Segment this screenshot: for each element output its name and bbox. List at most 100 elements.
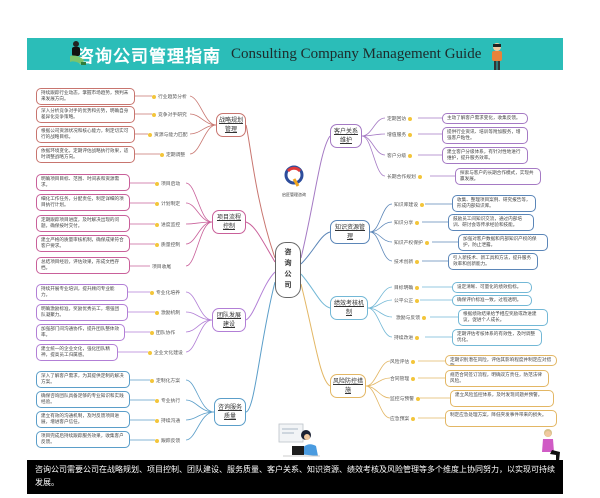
person-standing-icon: [492, 43, 502, 70]
bullet-icon: [152, 112, 156, 117]
sub-performance-4[interactable]: 持续改进: [394, 334, 420, 341]
title-banner: 咨询公司管理指南 Consulting Company Management G…: [27, 38, 563, 70]
leaf-risk-1: 定期识别潜在风险，评估其影响程度并制定应对措施。: [445, 355, 557, 366]
sub-knowledge-3[interactable]: 知识产权保护: [394, 239, 429, 246]
bullet-icon: [415, 285, 420, 290]
bullet-icon: [148, 132, 152, 137]
bullet-icon: [415, 298, 420, 303]
sub-customer-1[interactable]: 定期回访: [387, 115, 413, 122]
leaf-project-5: 总结项目经验，评估效果，形成文档存档。: [36, 257, 130, 274]
bullet-icon: [150, 290, 154, 295]
leaf-project-3: 定期跟踪项目进度，及时解决出现的问题，确保按时交付。: [36, 215, 130, 232]
sub-team-4[interactable]: 企业文化建设: [148, 349, 183, 356]
leaf-knowledge-3: 加强对客户数据和内部知识产权的保护，防止泄露。: [458, 234, 548, 251]
sub-customer-4[interactable]: 长期合作规划: [387, 173, 422, 180]
bullet-icon: [152, 94, 156, 99]
sub-project-2[interactable]: 计划制定: [155, 200, 180, 207]
sub-customer-3[interactable]: 客户分级: [387, 152, 413, 159]
summary-footer: 咨询公司需要公司在战略规划、项目控制、团队建设、服务质量、客户关系、知识资源、绩…: [27, 460, 563, 494]
bullet-icon: [416, 396, 420, 401]
leaf-strategy-4: 依据环境变化，定期评估战略执行效果，适时调整战略方向。: [36, 146, 135, 163]
leaf-performance-2: 确保评价标准一致，过程透明。: [452, 295, 532, 306]
sub-customer-2[interactable]: 增值服务: [387, 131, 413, 138]
sub-risk-3[interactable]: 监控与预警: [390, 395, 420, 402]
branch-strategy[interactable]: 战略规划管理: [216, 113, 246, 137]
branch-risk[interactable]: 风险防控措施: [330, 374, 366, 398]
branch-performance[interactable]: 绩效考核机制: [330, 296, 368, 320]
central-topic[interactable]: 咨询公司: [275, 242, 301, 298]
sub-knowledge-4[interactable]: 技术创新: [394, 258, 420, 265]
bullet-icon: [415, 335, 420, 340]
sub-performance-2[interactable]: 公平公正: [394, 297, 420, 304]
leaf-strategy-3: 根据公司资源状况和核心能力，制定切实可行的战略目标。: [36, 126, 135, 143]
bullet-icon: [415, 259, 420, 264]
bullet-icon: [415, 220, 420, 225]
leaf-team-4: 建立统一的企业文化，强化团队精神，提高员工归属感。: [36, 344, 118, 361]
branch-project[interactable]: 项目流程控制: [212, 210, 246, 234]
leaf-service-3: 建立有效的沟通机制，及时反馈项目进展，增进客户信任。: [36, 411, 130, 428]
leaf-project-1: 明确项目目标、范围、时间表和资源需求。: [36, 174, 130, 191]
consultant-laptop-illustration: [278, 423, 320, 457]
title-chinese: 咨询公司管理指南: [77, 46, 221, 67]
sub-service-4[interactable]: 跟踪反馈: [155, 437, 180, 444]
bullet-icon: [420, 202, 424, 207]
bullet-icon: [155, 181, 159, 186]
branch-service[interactable]: 咨询服务质量: [214, 398, 246, 426]
bullet-icon: [155, 310, 159, 315]
sub-risk-4[interactable]: 应急预案: [390, 415, 416, 422]
sub-service-3[interactable]: 持续沟通: [155, 417, 180, 424]
sub-team-3[interactable]: 团队协作: [150, 329, 175, 336]
sub-project-4[interactable]: 质量控制: [155, 241, 180, 248]
branch-team[interactable]: 团队发展建设: [212, 308, 246, 332]
person-sitting-pink-illustration: [542, 429, 563, 462]
bullet-icon: [424, 240, 429, 245]
leaf-knowledge-4: 引入新技术、新工具和方法，提升服务效率和创新能力。: [448, 253, 538, 270]
bullet-icon: [150, 378, 154, 383]
sub-project-1[interactable]: 项目启动: [155, 180, 180, 187]
bullet-icon: [408, 132, 413, 137]
leaf-service-4: 项目完成后持续跟踪服务效果，收集客户反馈。: [36, 431, 130, 448]
leaf-risk-3: 建立风险监控体系，及时发现问题并预警。: [450, 390, 554, 407]
sub-service-2[interactable]: 专业执行: [155, 397, 180, 404]
summary-text: 咨询公司需要公司在战略规划、项目控制、团队建设、服务质量、客户关系、知识资源、绩…: [35, 465, 555, 487]
leaf-knowledge-1: 收集、整理项目案例、研究报告等，形成内部知识库。: [452, 195, 536, 212]
bullet-icon: [155, 222, 159, 227]
bullet-icon: [155, 398, 159, 403]
bullet-icon: [155, 242, 159, 247]
sub-project-3[interactable]: 进度监控: [155, 221, 180, 228]
logo-icon: [284, 165, 304, 187]
leaf-project-4: 建立严格的质量审核机制，确保成果符合客户要求。: [36, 235, 130, 252]
sub-strategy-4[interactable]: 定期调整: [160, 151, 185, 158]
bullet-icon: [408, 153, 413, 158]
bullet-icon: [150, 330, 154, 335]
bullet-icon: [422, 315, 426, 320]
leaf-performance-3: 根据绩效结果给予相应奖励或改进建议，促进个人成长。: [458, 309, 548, 326]
leaf-performance-4: 定期评估考核体系的有效性，及时调整优化。: [452, 329, 542, 346]
sub-performance-3[interactable]: 激励与反馈: [396, 314, 426, 321]
bullet-icon: [160, 152, 164, 157]
sub-knowledge-1[interactable]: 知识库建设: [394, 201, 424, 208]
leaf-team-1: 持续开展专业培训，提升顾问专业能力。: [36, 284, 128, 301]
leaf-performance-1: 设定清晰、可量化的绩效指标。: [452, 282, 532, 293]
bullet-icon: [155, 201, 159, 206]
sub-knowledge-2[interactable]: 知识分享: [394, 219, 420, 226]
sub-team-1[interactable]: 专业化培养: [150, 289, 180, 296]
sub-strategy-1[interactable]: 行业趋势分析: [152, 93, 187, 100]
sub-performance-1[interactable]: 目标明确: [394, 284, 420, 291]
sub-strategy-3[interactable]: 资源与能力匹配: [148, 131, 188, 138]
sub-team-2[interactable]: 激励机制: [155, 309, 180, 316]
leaf-team-2: 明确激励标准，奖励优秀员工，增强团队凝聚力。: [36, 304, 128, 321]
leaf-customer-1: 主动了解客户需求变化，收集反馈。: [442, 113, 528, 124]
branch-customer[interactable]: 客户关系维护: [330, 124, 362, 148]
leaf-strategy-2: 深入分析竞争对手的优势和劣势，明确自身差异化竞争策略。: [36, 106, 135, 123]
sub-project-5[interactable]: 项目收尾: [152, 265, 172, 270]
branch-knowledge[interactable]: 知识资源管理: [330, 220, 370, 244]
leaf-customer-2: 提供行业资讯、培训等附加服务，增强客户粘性。: [442, 127, 528, 144]
sub-risk-2[interactable]: 合同管理: [390, 375, 416, 382]
bullet-icon: [155, 418, 159, 423]
company-logo: 启匠管理咨询: [277, 165, 311, 205]
sub-strategy-2[interactable]: 竞争对手研究: [152, 111, 187, 118]
bullet-icon: [411, 376, 416, 381]
sub-risk-1[interactable]: 风险评估: [390, 358, 416, 365]
sub-service-1[interactable]: 定制化方案: [150, 377, 180, 384]
